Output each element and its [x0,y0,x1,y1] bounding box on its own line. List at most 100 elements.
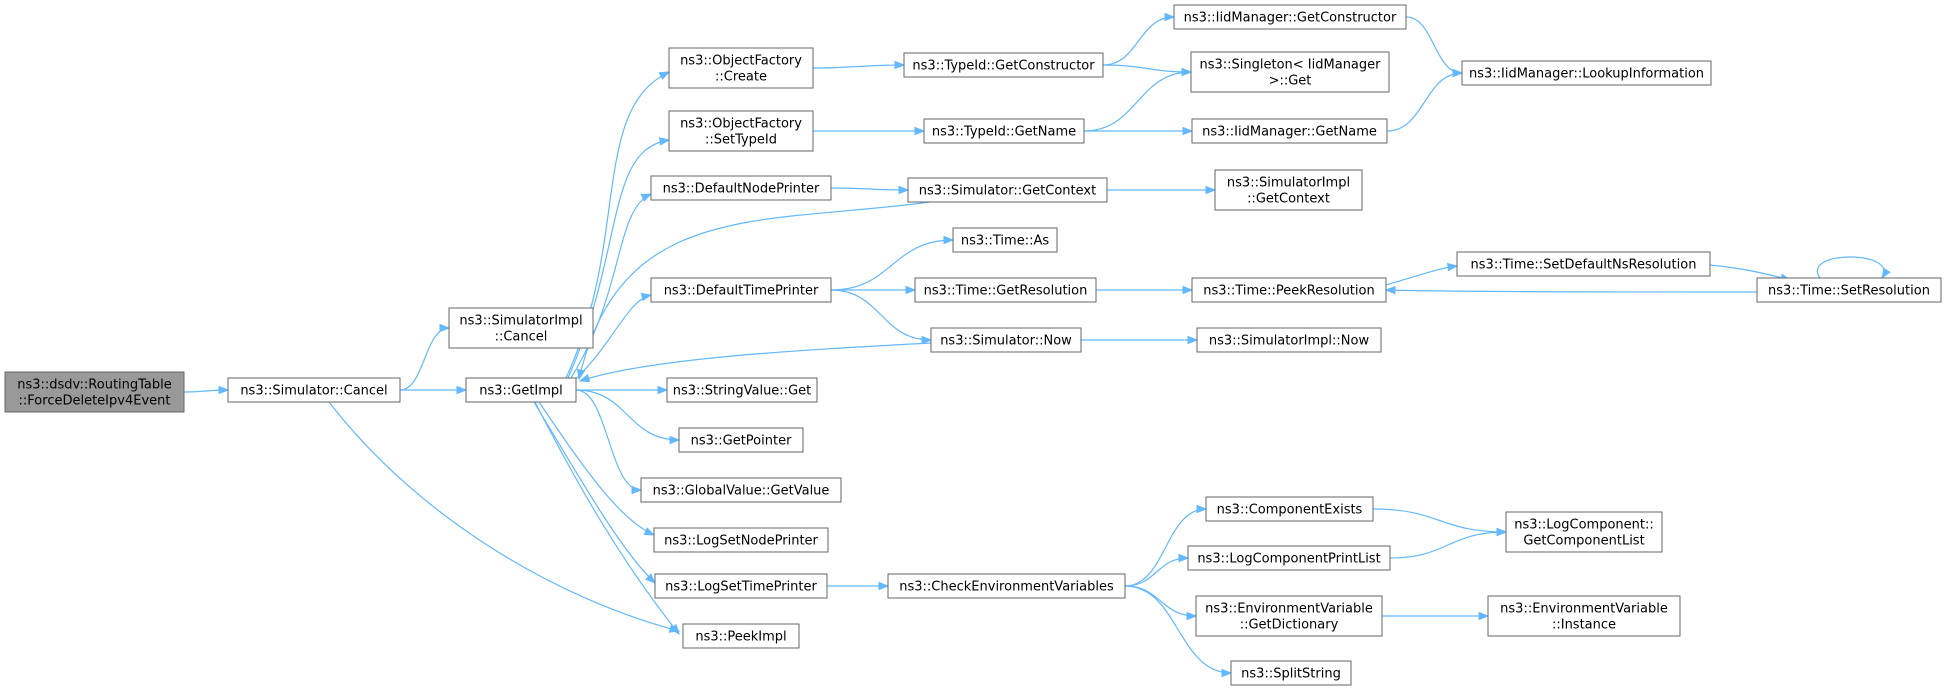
node-box [1487,595,1681,637]
node-label: ns3::Time::GetResolution [924,284,1088,299]
edge-sim_now-to-simimpl_now [1081,335,1199,345]
node-time_setdefnsres[interactable]: ns3::Time::SetDefaultNsResolution [1456,251,1711,277]
node-strval_get[interactable]: ns3::StringValue::Get [666,377,818,403]
node-box [914,277,1097,303]
edge-line [830,187,909,191]
arrowhead-icon [905,285,917,295]
node-envvar_instance[interactable]: ns3::EnvironmentVariable::Instance [1487,595,1681,637]
node-iid_getctor[interactable]: ns3::IidManager::GetConstructor [1173,4,1407,30]
node-time_getres[interactable]: ns3::Time::GetResolution [914,277,1097,303]
node-label: ns3::ObjectFactory [680,54,802,69]
arrowhead-icon [658,137,671,146]
node-logsetnodeprinter[interactable]: ns3::LogSetNodePrinter [653,527,829,553]
node-label: ns3::LogSetTimePrinter [665,580,817,595]
node-label: ns3::SimulatorImpl::Now [1209,334,1370,349]
node-compexists[interactable]: ns3::ComponentExists [1205,496,1374,522]
node-box [887,573,1126,599]
edge-of_create-to-typeid_getctor [812,60,906,70]
arrowhead-icon [1186,611,1198,621]
node-label: ns3::ComponentExists [1217,503,1363,518]
node-label: ns3::IidManager::GetConstructor [1184,11,1397,26]
node-iid_getname[interactable]: ns3::IidManager::GetName [1191,118,1388,144]
node-label: ns3::dsdv::RoutingTable [17,378,172,393]
node-box [1230,660,1352,686]
node-time_as[interactable]: ns3::Time::As [952,227,1058,253]
arrowhead-icon [1452,68,1464,78]
edge-getimpl-to-deftimeprinter [575,292,653,380]
node-simimpl_cancel[interactable]: ns3::SimulatorImpl::Cancel [448,307,594,349]
arrowhead-icon [1196,504,1208,514]
node-label: GetComponentList [1523,534,1644,549]
node-box [1173,4,1407,30]
node-box [1195,595,1383,637]
node-label: ns3::TypeId::GetConstructor [912,59,1095,74]
node-logcomp_getlist[interactable]: ns3::LogComponent::GetComponentList [1505,511,1663,553]
node-sim_cancel[interactable]: ns3::Simulator::Cancel [227,377,401,403]
edge-checkenv-to-compexists [1124,504,1208,587]
node-of_settypeid[interactable]: ns3::ObjectFactory::SetTypeId [668,110,814,152]
arrowhead-icon [1164,12,1176,22]
node-of_create[interactable]: ns3::ObjectFactory::Create [668,47,814,89]
arrowhead-icon [878,581,890,591]
node-box [1187,545,1391,571]
node-label: ns3::DefaultNodePrinter [663,182,820,197]
node-singleton_get[interactable]: ns3::Singleton< IidManager>::Get [1190,51,1390,93]
node-time_peekres[interactable]: ns3::Time::PeekResolution [1191,277,1387,303]
arrowhead-icon [669,435,681,445]
node-box [1190,51,1390,93]
node-checkenv[interactable]: ns3::CheckEnvironmentVariables [887,573,1126,599]
node-simimpl_now[interactable]: ns3::SimulatorImpl::Now [1196,327,1382,353]
node-peekimpl[interactable]: ns3::PeekImpl [682,623,800,649]
node-typeid_getctor[interactable]: ns3::TypeId::GetConstructor [903,52,1104,78]
node-logsettimeprinter[interactable]: ns3::LogSetTimePrinter [654,573,828,599]
node-typeid_getname[interactable]: ns3::TypeId::GetName [923,118,1085,144]
edge-defnodeprinter-to-sim_getcontext [830,185,910,195]
arrowhead-icon [1447,262,1459,272]
edge-getimpl-to-peekimpl [534,401,680,636]
edge-sim_cancel-to-simimpl_cancel [399,323,451,391]
node-label: ::GetContext [1247,192,1330,207]
arrowhead-icon [898,185,910,195]
node-envvar_getdict[interactable]: ns3::EnvironmentVariable::GetDictionary [1195,595,1383,637]
node-gv_getvalue[interactable]: ns3::GlobalValue::GetValue [640,477,842,503]
node-time_setres[interactable]: ns3::Time::SetResolution [1756,277,1942,303]
edge-deftimeprinter-to-time_as [830,235,955,291]
edge-line [1372,508,1507,533]
edge-line [1385,265,1458,286]
node-logcompprintlist[interactable]: ns3::LogComponentPrintList [1187,545,1391,571]
node-sim_getcontext[interactable]: ns3::Simulator::GetContext [907,177,1108,203]
node-getpointer[interactable]: ns3::GetPointer [678,427,804,453]
edge-line [578,201,931,380]
node-label: ns3::GetImpl [479,384,563,399]
edge-line [1405,16,1463,74]
node-box [1191,277,1387,303]
edge-line [579,342,932,382]
node-getimpl[interactable]: ns3::GetImpl [465,377,577,403]
node-label: ::Instance [1552,618,1616,633]
node-label: ns3::EnvironmentVariable [1500,602,1668,617]
node-box [1196,327,1382,353]
node-root[interactable]: ns3::dsdv::RoutingTable::ForceDeleteIpv4… [4,371,185,413]
node-simimpl_getcontext[interactable]: ns3::SimulatorImpl::GetContext [1214,169,1363,211]
node-splitstring[interactable]: ns3::SplitString [1230,660,1352,686]
edge-line [570,193,652,379]
node-iid_lookupinfo[interactable]: ns3::IidManager::LookupInformation [1461,60,1712,86]
edge-line [830,239,954,291]
node-box [1205,496,1374,522]
arrowhead-icon [658,71,671,80]
edge-line [399,327,450,391]
node-deftimeprinter[interactable]: ns3::DefaultTimePrinter [650,277,832,303]
node-label: ns3::SimulatorImpl [1227,176,1350,191]
edge-getimpl-to-logsetnodeprinter [538,401,656,536]
edge-line [575,389,680,441]
edge-of_settypeid-to-typeid_getname [813,126,926,136]
edge-typeid_getname-to-singleton_get [1083,67,1193,132]
node-label: ns3::SimulatorImpl [459,314,582,329]
node-sim_now[interactable]: ns3::Simulator::Now [930,327,1082,353]
node-defnodeprinter[interactable]: ns3::DefaultNodePrinter [650,175,832,201]
edge-line [1124,585,1197,617]
edge-line [538,401,655,536]
edge-sim_getcontext-to-simimpl_getcontext [1107,185,1217,195]
edge-iid_getname-to-iid_lookupinfo [1386,68,1464,132]
node-box [465,377,577,403]
